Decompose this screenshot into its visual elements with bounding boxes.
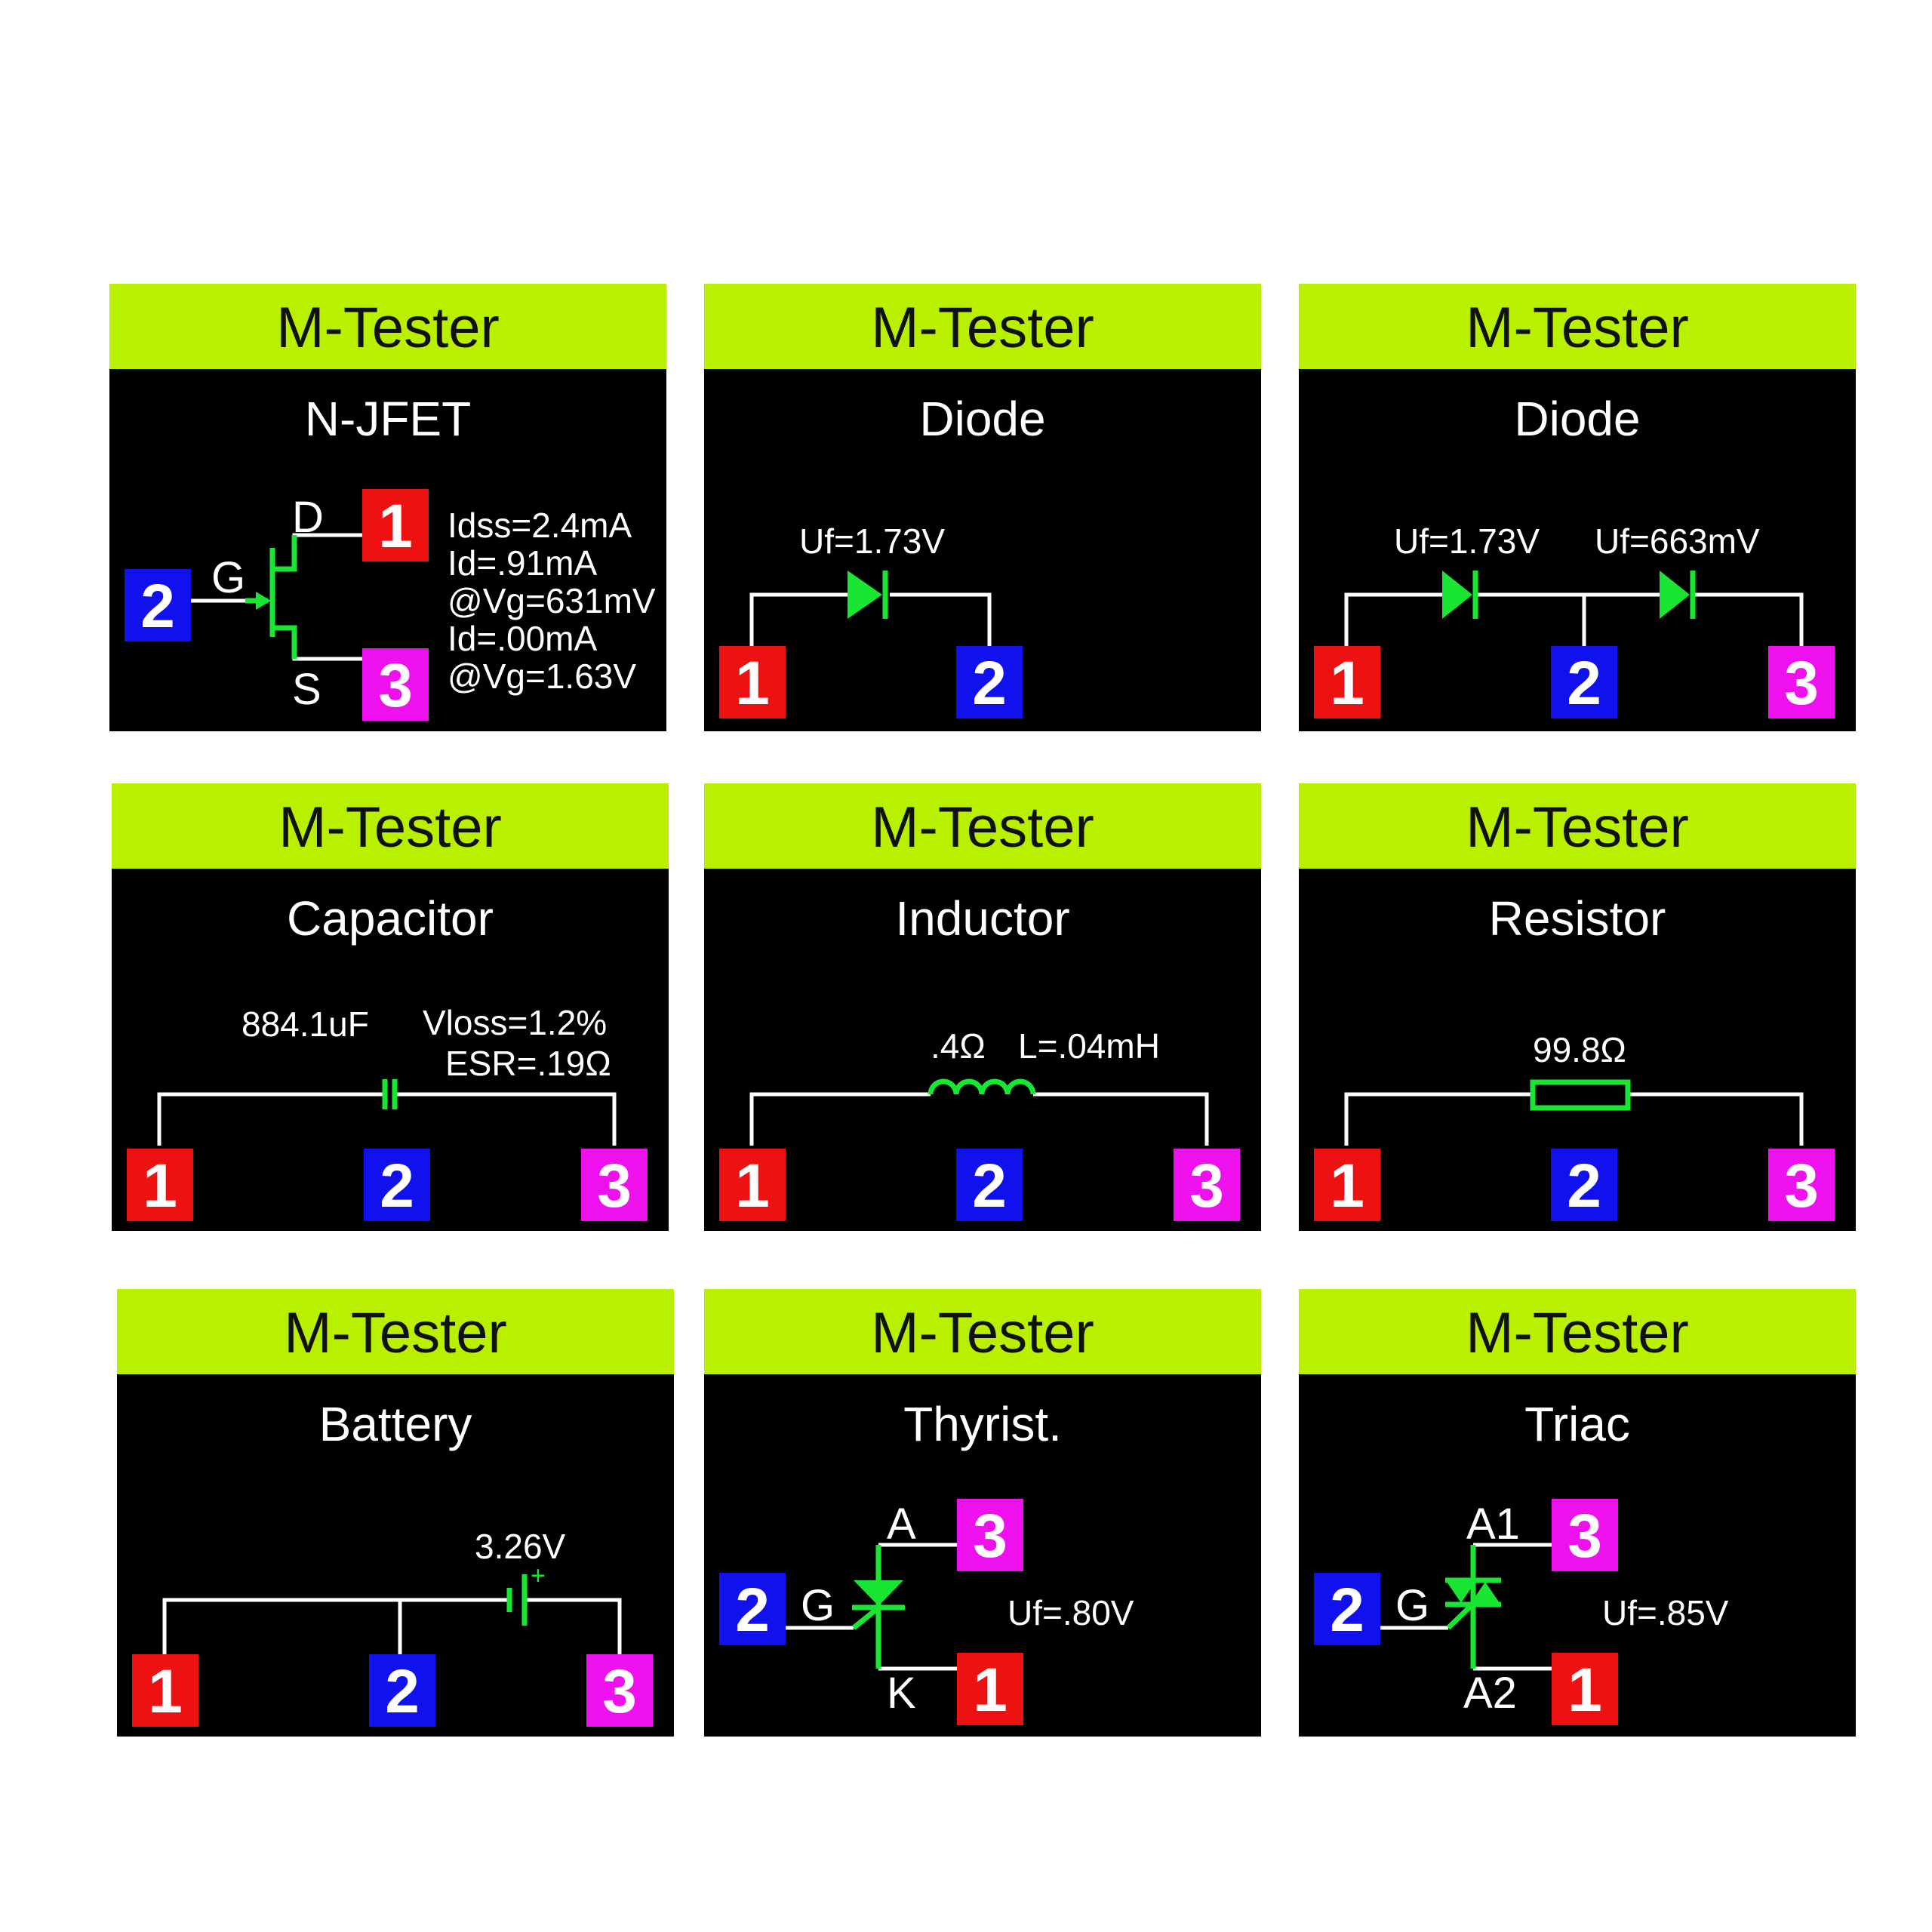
pin-3: 3 bbox=[1174, 1149, 1240, 1221]
reading-resistance: 99.8Ω bbox=[1533, 1030, 1626, 1069]
terminal-a2: A2 bbox=[1463, 1669, 1517, 1718]
pin-2: 2 bbox=[1314, 1573, 1380, 1645]
reading-esr: ESR=.19Ω bbox=[445, 1044, 611, 1083]
capacitor-symbol bbox=[157, 1079, 617, 1146]
pin-3: 3 bbox=[586, 1654, 653, 1727]
reading-uf-1: Uf=1.73V bbox=[1394, 521, 1540, 561]
pin-1: 1 bbox=[132, 1654, 198, 1727]
pin-2: 2 bbox=[956, 1149, 1023, 1221]
pin-1: 1 bbox=[1314, 646, 1380, 718]
pin-1: 1 bbox=[127, 1149, 193, 1221]
panel-inductor: M-Tester Inductor 1 2 3 .4Ω L=.04mH bbox=[704, 783, 1261, 1231]
panel-header: M-Tester bbox=[704, 1289, 1261, 1374]
reading-vg-2: @Vg=1.63V bbox=[448, 657, 637, 696]
terminal-g: G bbox=[801, 1581, 835, 1630]
panel-battery: M-Tester Battery 1 2 3 + 3.26V bbox=[117, 1289, 674, 1737]
component-title: Diode bbox=[1514, 392, 1641, 446]
terminal-a: A bbox=[887, 1500, 916, 1549]
pin-2: 2 bbox=[1551, 1149, 1617, 1221]
njfet-symbol bbox=[191, 533, 362, 661]
panel-header: M-Tester bbox=[1299, 783, 1856, 869]
pin-3: 3 bbox=[1768, 646, 1835, 718]
reading-inductance: L=.04mH bbox=[1018, 1026, 1160, 1066]
pin-2: 2 bbox=[956, 646, 1023, 718]
reading-uf: Uf=1.73V bbox=[799, 521, 946, 561]
double-diode-symbol bbox=[1344, 571, 1804, 646]
pin-2: 2 bbox=[369, 1654, 435, 1727]
inductor-symbol bbox=[749, 1078, 1209, 1146]
component-title: Diode bbox=[919, 392, 1046, 446]
reading-voltage: 3.26V bbox=[475, 1527, 566, 1566]
pin-2: 2 bbox=[1551, 646, 1617, 718]
panel-capacitor: M-Tester Capacitor 1 2 3 884.1uF Vloss=1… bbox=[112, 783, 669, 1231]
panel-header: M-Tester bbox=[117, 1289, 674, 1374]
pin-3: 3 bbox=[1768, 1149, 1835, 1221]
panel-diode-single: M-Tester Diode 1 2 Uf=1.73V bbox=[704, 284, 1261, 731]
panel-njfet: M-Tester N-JFET D G S 1 2 3 Idss=2.4mA I… bbox=[109, 284, 666, 731]
pin-2: 2 bbox=[125, 569, 191, 641]
panel-resistor: M-Tester Resistor 1 2 3 99.8Ω bbox=[1299, 783, 1856, 1231]
panel-header: M-Tester bbox=[1299, 1289, 1856, 1374]
pin-1: 1 bbox=[362, 489, 429, 561]
component-title: Battery bbox=[318, 1397, 472, 1451]
terminal-g: G bbox=[211, 553, 246, 602]
terminal-k: K bbox=[887, 1669, 916, 1718]
pin-3: 3 bbox=[362, 648, 429, 721]
diode-symbol bbox=[749, 571, 992, 646]
panel-header: M-Tester bbox=[704, 783, 1261, 869]
resistor-symbol bbox=[1344, 1079, 1804, 1146]
pin-1: 1 bbox=[719, 646, 786, 718]
panel-triac: M-Tester Triac A1 G A2 3 2 1 Uf=.85V bbox=[1299, 1289, 1856, 1737]
pin-1: 1 bbox=[719, 1149, 786, 1221]
panel-header: M-Tester bbox=[704, 284, 1261, 369]
reading-vg-1: @Vg=631mV bbox=[448, 581, 656, 620]
polarity-plus: + bbox=[531, 1561, 546, 1590]
pin-2: 2 bbox=[364, 1149, 430, 1221]
component-title: Inductor bbox=[895, 891, 1070, 946]
reading-idss: Idss=2.4mA bbox=[448, 506, 632, 545]
reading-uf: Uf=.85V bbox=[1602, 1593, 1729, 1632]
pin-3: 3 bbox=[957, 1499, 1023, 1571]
component-title: Capacitor bbox=[287, 891, 494, 946]
panel-thyristor: M-Tester Thyrist. A G K 3 2 1 Uf=.80V bbox=[704, 1289, 1261, 1737]
reading-uf-2: Uf=663mV bbox=[1595, 521, 1760, 561]
panel-header: M-Tester bbox=[1299, 284, 1856, 369]
component-title: Thyrist. bbox=[903, 1397, 1062, 1451]
panel-header: M-Tester bbox=[112, 783, 669, 869]
terminal-g: G bbox=[1395, 1581, 1430, 1630]
battery-symbol bbox=[162, 1574, 622, 1654]
terminal-d: D bbox=[292, 493, 324, 542]
component-title: Resistor bbox=[1488, 891, 1666, 946]
pin-1: 1 bbox=[957, 1653, 1023, 1725]
triac-symbol bbox=[1380, 1543, 1552, 1671]
panel-diode-double: M-Tester Diode 1 2 3 Uf=1.73V Uf=663mV bbox=[1299, 284, 1856, 731]
component-title: N-JFET bbox=[304, 392, 472, 446]
pin-3: 3 bbox=[1552, 1499, 1618, 1571]
panel-header: M-Tester bbox=[109, 284, 666, 369]
terminal-s: S bbox=[292, 665, 321, 714]
reading-id-2: Id=.00mA bbox=[448, 619, 598, 658]
reading-vloss: Vloss=1.2% bbox=[423, 1003, 608, 1042]
reading-resistance: .4Ω bbox=[931, 1026, 986, 1066]
pin-1: 1 bbox=[1314, 1149, 1380, 1221]
component-title: Triac bbox=[1524, 1397, 1630, 1451]
reading-id-1: Id=.91mA bbox=[448, 543, 598, 583]
reading-uf: Uf=.80V bbox=[1008, 1593, 1134, 1632]
pin-3: 3 bbox=[581, 1149, 648, 1221]
pin-1: 1 bbox=[1552, 1653, 1618, 1725]
reading-capacitance: 884.1uF bbox=[242, 1004, 369, 1044]
terminal-a1: A1 bbox=[1466, 1500, 1520, 1549]
pin-2: 2 bbox=[719, 1573, 786, 1645]
thyristor-symbol bbox=[786, 1543, 957, 1671]
